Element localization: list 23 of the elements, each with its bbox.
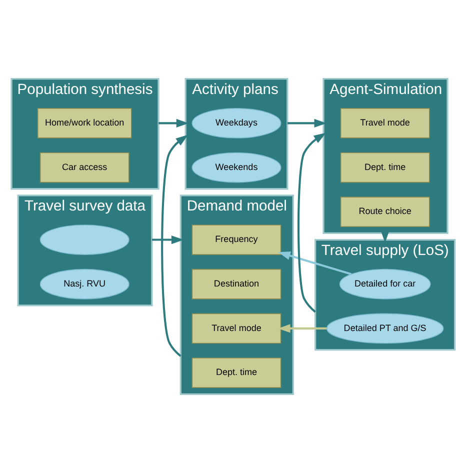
node-box: Dept. time [340,152,430,183]
arrow [278,324,327,333]
node-box: Frequency [192,224,282,255]
arrow [152,235,184,244]
node-box: Dept. time [192,358,282,388]
node-box: Route choice [340,196,430,228]
node-ellipse: Weekends [192,152,282,183]
arrow [158,118,189,128]
arrow [287,118,327,128]
node-ellipse [40,224,130,255]
arrow [380,230,390,243]
node-ellipse: Detailed PT and G/S [326,313,444,344]
node-box: Travel mode [192,313,282,344]
node-box: Travel mode [340,108,430,138]
node-ellipse: Weekdays [192,108,282,138]
arrow [297,132,326,313]
node-box: Destination [192,268,282,300]
node-box: Home/work location [37,108,132,138]
arrow [161,134,188,357]
arrow [278,252,352,276]
node-box: Car access [40,152,130,183]
node-ellipse: Nasj. RVU [40,268,130,300]
node-ellipse: Detailed for car [339,268,431,300]
